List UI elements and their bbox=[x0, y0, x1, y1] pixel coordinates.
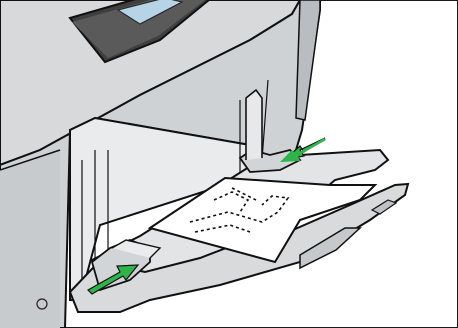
right-guide-post bbox=[246, 90, 262, 160]
printer-lower-shade bbox=[0, 150, 60, 328]
